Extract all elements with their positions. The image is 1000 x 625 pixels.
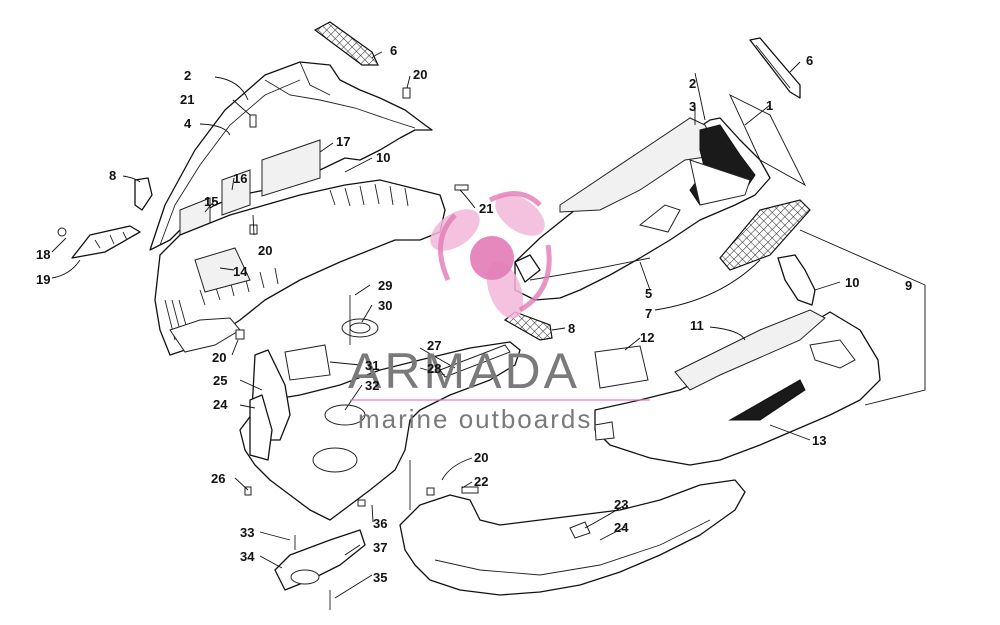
callout-13: 13: [812, 433, 826, 448]
callout-37: 37: [373, 540, 387, 555]
callout-20: 20: [212, 350, 226, 365]
watermark-tagline: marine outboards: [358, 404, 592, 434]
bottom-tray-24: [399, 479, 746, 596]
callout-30: 30: [378, 298, 392, 313]
callout-23: 23: [614, 497, 628, 512]
mesh-vent-7: [719, 199, 811, 271]
callout-20: 20: [258, 243, 272, 258]
callout-4: 4: [184, 116, 192, 131]
decal-panel-17: [261, 139, 321, 197]
assembly-brackets: [729, 94, 926, 406]
callout-24: 24: [614, 520, 629, 535]
callout-2: 2: [184, 68, 191, 83]
callout-34: 34: [240, 549, 255, 564]
decal-panel-16: [221, 169, 251, 216]
hood-assembly: [57, 21, 469, 356]
scoop-5: [514, 254, 541, 283]
callout-3: 3: [689, 99, 696, 114]
callout-22: 22: [474, 474, 488, 489]
bracket-10-right: [777, 254, 816, 306]
windscreen-panel-14: [194, 247, 251, 293]
clip-23: [569, 521, 591, 539]
mesh-vent-6-top: [313, 21, 379, 66]
stripe-decal-13: [728, 379, 806, 421]
callout-8: 8: [568, 321, 575, 336]
callout-20: 20: [413, 67, 427, 82]
callout-2: 2: [689, 76, 696, 91]
callout-10: 10: [845, 275, 859, 290]
flap-12: [594, 345, 649, 389]
mirror-8: [134, 177, 153, 211]
watermark-brand: ARMADA: [348, 343, 580, 399]
callout-15: 15: [204, 194, 218, 209]
propeller-logo-icon: [430, 191, 552, 319]
side-panel-assembly-1: [503, 37, 811, 341]
callout-24: 24: [213, 397, 228, 412]
callout-19: 19: [36, 272, 50, 287]
watermark: ARMADA marine outboards: [348, 191, 650, 434]
callout-7: 7: [645, 306, 652, 321]
side-scoop-19: [71, 225, 141, 259]
callout-1: 1: [766, 98, 773, 113]
callout-18: 18: [36, 247, 50, 262]
callout-10: 10: [376, 150, 390, 165]
callout-9: 9: [905, 278, 912, 293]
callout-5: 5: [645, 286, 652, 301]
callout-29: 29: [378, 278, 392, 293]
callout-12: 12: [640, 330, 654, 345]
callout-33: 33: [240, 525, 254, 540]
callout-labels: 1 2 2 3 4 5 6 6 7 8 8 9 10 10 11 12 13 1…: [36, 43, 912, 585]
callout-32: 32: [365, 378, 379, 393]
callout-16: 16: [233, 171, 247, 186]
callout-25: 25: [213, 373, 227, 388]
callout-36: 36: [373, 516, 387, 531]
callout-27: 27: [427, 338, 441, 353]
callout-28: 28: [427, 361, 441, 376]
belly-pan-assembly: [239, 295, 521, 610]
decal-11: [674, 309, 826, 391]
callout-21: 21: [479, 201, 493, 216]
callout-35: 35: [373, 570, 387, 585]
callout-31: 31: [365, 358, 379, 373]
lower-panel-assembly-9: [594, 254, 881, 466]
callout-17: 17: [336, 134, 350, 149]
callout-20: 20: [474, 450, 488, 465]
callout-6: 6: [390, 43, 397, 58]
callout-21: 21: [180, 92, 194, 107]
callout-8: 8: [109, 168, 116, 183]
leader-lines: [51, 51, 841, 599]
callout-14: 14: [233, 264, 248, 279]
callout-11: 11: [690, 318, 704, 333]
callout-26: 26: [211, 471, 225, 486]
callout-6: 6: [806, 53, 813, 68]
pad-31: [284, 344, 331, 381]
